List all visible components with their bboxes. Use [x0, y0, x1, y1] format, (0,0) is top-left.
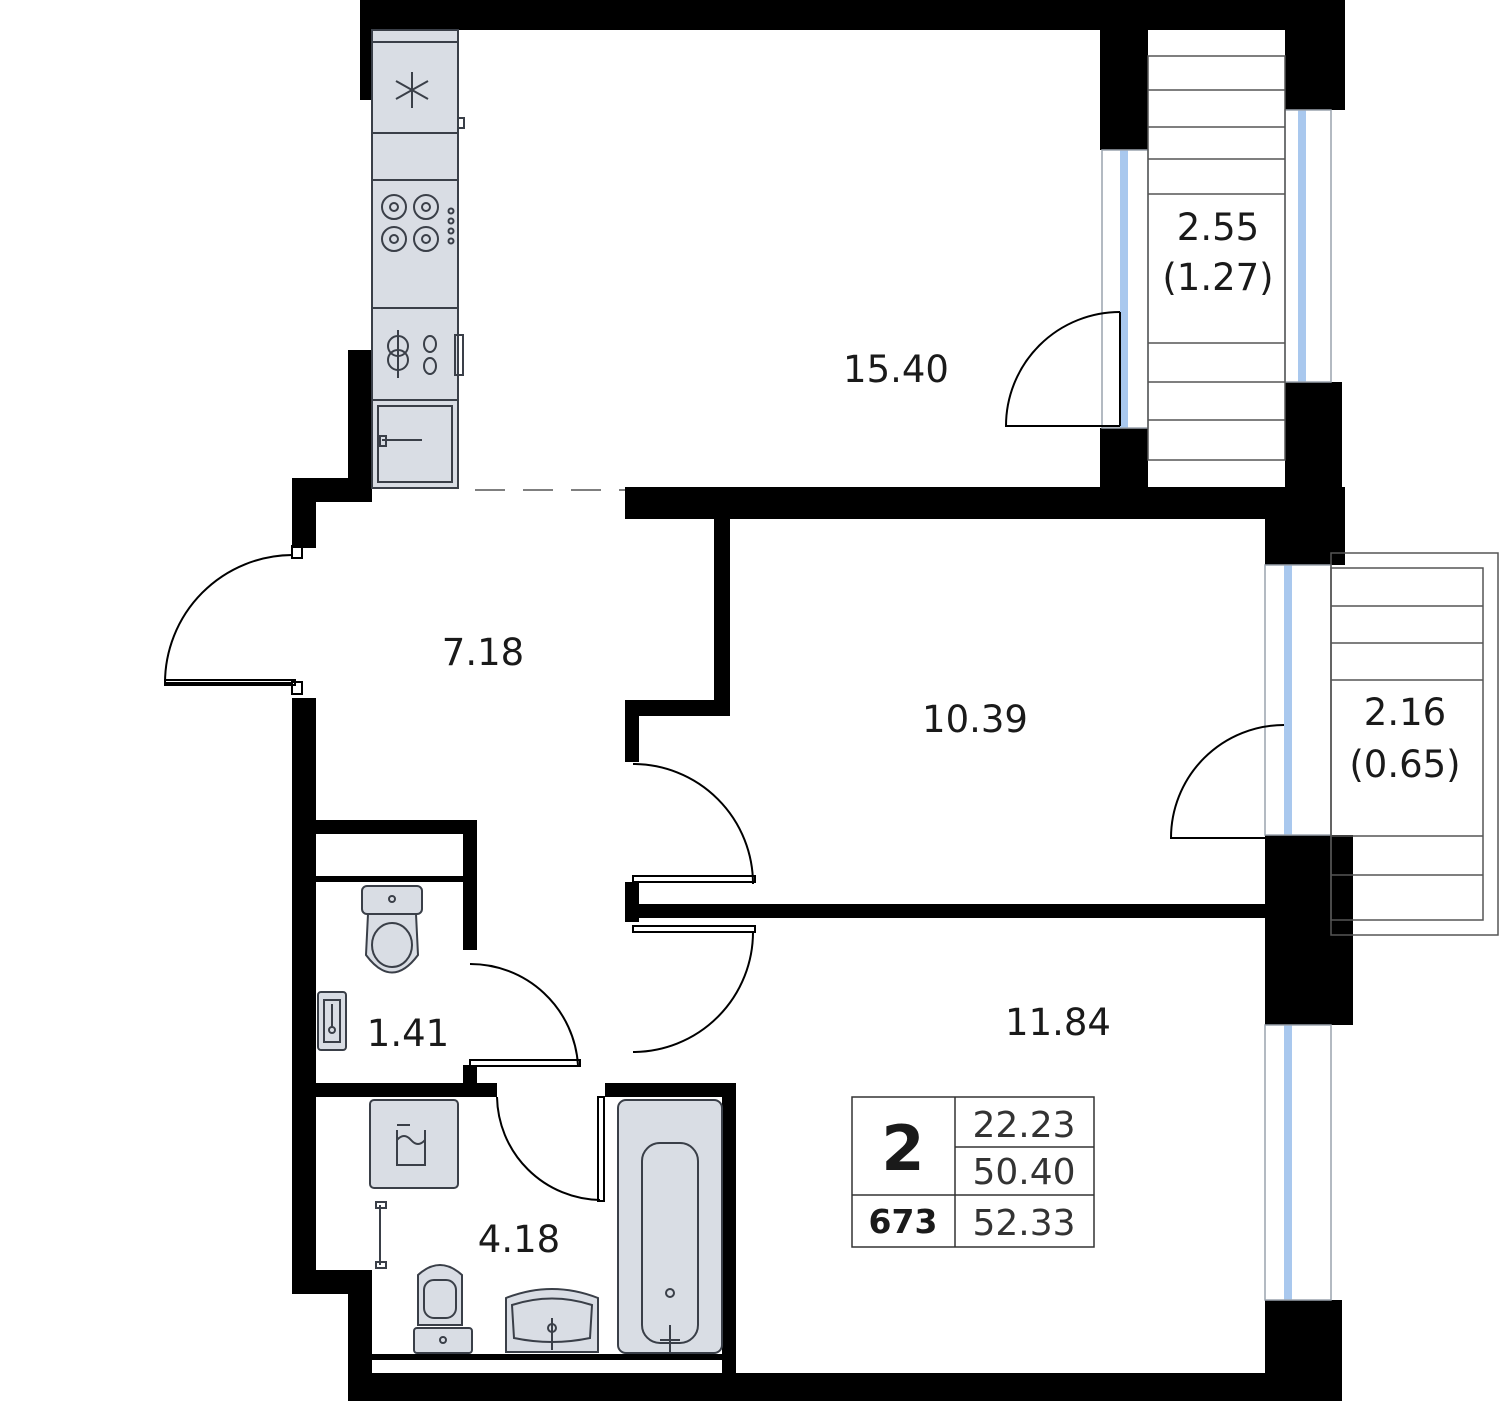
legend-apartment-number: 673	[869, 1202, 938, 1241]
windows	[1101, 109, 1332, 1301]
towel-rail-icon	[375, 1201, 387, 1269]
balcony-right	[1330, 552, 1499, 936]
bathtub-icon	[617, 1099, 723, 1354]
room-area-toilet: 1.41	[367, 1012, 449, 1055]
room-area-bathroom: 4.18	[478, 1218, 560, 1261]
balcony-upper-area: 2.55	[1177, 206, 1259, 249]
balcony-right-area: 2.16	[1364, 691, 1446, 734]
balcony-right-reduced: (0.65)	[1349, 743, 1460, 786]
room-area-bedroom-lower: 11.84	[1005, 1001, 1111, 1044]
kitchen-counter	[371, 29, 465, 489]
doors	[163, 311, 1285, 1202]
stove-icon	[381, 194, 455, 252]
legend-rooms-count: 2	[881, 1112, 924, 1185]
balcony-upper	[1147, 55, 1286, 461]
room-area-hallway: 7.18	[442, 631, 524, 674]
legend-living-area: 22.23	[972, 1105, 1075, 1146]
snowflake-icon	[395, 72, 429, 108]
legend-total-with-balconies: 52.33	[972, 1203, 1075, 1244]
balcony-upper-reduced: (1.27)	[1162, 256, 1273, 299]
washbasin-icon	[505, 1288, 599, 1353]
sink-icon	[387, 330, 437, 378]
area-legend: 2 673 22.23 50.40 52.33	[851, 1096, 1095, 1248]
washing-machine-icon	[369, 1099, 459, 1189]
hygienic-shower-icon	[317, 991, 347, 1051]
legend-total-area: 50.40	[972, 1152, 1075, 1193]
dishwasher-icon	[377, 405, 453, 483]
room-area-kitchen-living: 15.40	[843, 348, 949, 391]
bath-toilet-icon	[413, 1264, 473, 1354]
room-area-bedroom-upper: 10.39	[922, 698, 1028, 741]
walls	[292, 0, 1353, 1401]
toilet-icon	[361, 885, 423, 974]
